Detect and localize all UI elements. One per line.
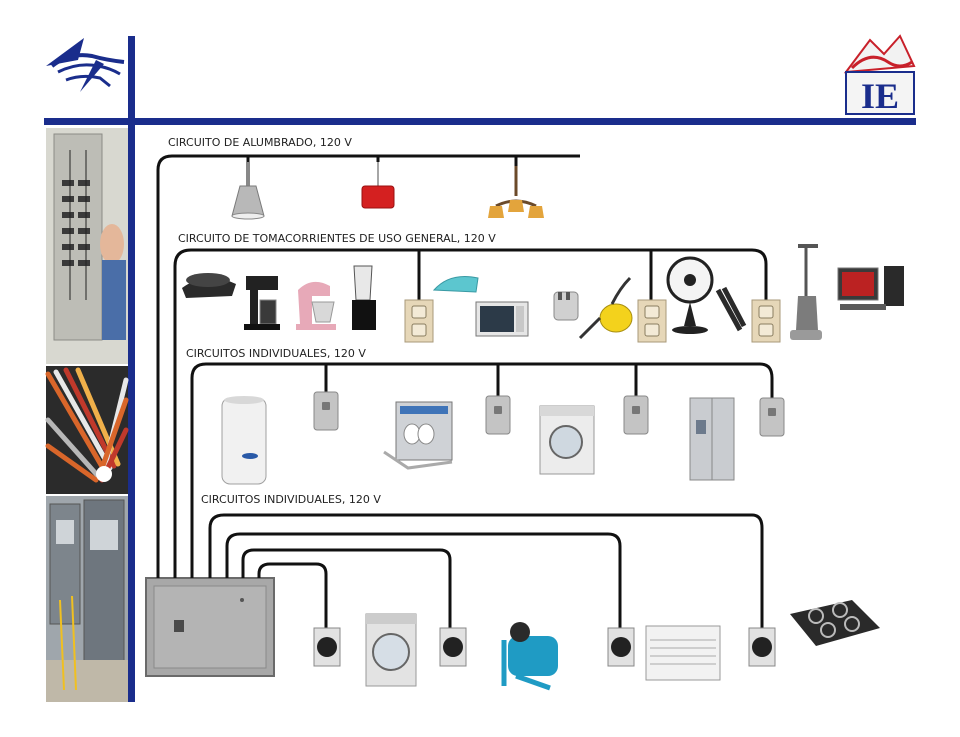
blender-icon — [352, 265, 376, 330]
240v-receptacle-icon — [439, 627, 467, 667]
ie-monogram-logo-icon: IE — [843, 34, 916, 116]
water-heater-icon — [221, 396, 267, 485]
cooktop-icon — [790, 600, 880, 646]
outlet-icon — [759, 397, 785, 437]
logo-letters: IE — [861, 76, 899, 116]
toaster-icon — [553, 291, 579, 321]
desktop-computer-icon — [837, 266, 904, 310]
switchgear-room-photo-icon — [46, 496, 128, 702]
vacuum-cleaner-icon — [578, 276, 633, 340]
red-drum-lamp-icon — [361, 162, 395, 209]
water-pump-icon — [501, 622, 558, 691]
lighting-circuit-wire — [156, 154, 580, 578]
lighting-circuit-label: CIRCUITO DE ALUMBRADO, 120 V — [168, 136, 352, 149]
stylized-bird-logo-icon — [46, 38, 125, 92]
240v-receptacle-icon — [607, 627, 635, 667]
individual-circuit-2-wire-d — [257, 562, 328, 628]
outlet-icon — [623, 395, 649, 435]
individual-circuit-2-label: CIRCUITOS INDIVIDUALES, 120 V — [201, 493, 381, 506]
wall-outlet-icon — [404, 299, 434, 343]
individual-circuit-2-wire-c — [241, 548, 452, 628]
outlet-icon — [313, 391, 339, 431]
electrical-panel-photo-icon — [46, 128, 128, 364]
outlet-icon — [485, 395, 511, 435]
coffee-maker-icon — [244, 276, 280, 330]
individual-circuit-1-label: CIRCUITOS INDIVIDUALES, 120 V — [186, 347, 366, 360]
frame-horizontal-bar — [44, 118, 916, 125]
cable-bundle-photo-icon — [45, 366, 129, 494]
individual-circuit-2-wire-a — [208, 513, 764, 628]
desk-fan-icon — [666, 256, 714, 334]
wall-outlet-icon — [637, 299, 667, 343]
refrigerator-icon — [689, 397, 735, 481]
general-outlet-circuit-label: CIRCUITO DE TOMACORRIENTES DE USO GENERA… — [178, 232, 496, 245]
microwave-icon — [475, 301, 529, 337]
dryer-icon — [365, 613, 417, 687]
breaker-panel-icon — [145, 577, 275, 677]
hair-straightener-icon — [715, 286, 747, 332]
wall-outlet-icon — [751, 299, 781, 343]
frame-vertical-bar — [128, 36, 135, 702]
240v-receptacle-icon — [313, 627, 341, 667]
dishwasher-icon — [383, 401, 453, 470]
240v-receptacle-icon — [748, 627, 776, 667]
general-outlet-circuit-wire — [173, 248, 768, 578]
stand-mixer-icon — [296, 281, 336, 330]
pendant-lamp-icon — [231, 162, 265, 220]
steam-iron-icon — [432, 276, 479, 293]
chandelier-icon — [488, 166, 544, 218]
upright-vacuum-icon — [790, 244, 822, 340]
electric-griddle-icon — [182, 273, 236, 298]
individual-circuit-1-wire — [190, 362, 774, 578]
front-load-washer-icon — [539, 405, 595, 475]
window-ac-icon — [645, 625, 721, 681]
individual-circuit-2-wire-b — [225, 532, 622, 628]
wiring — [156, 154, 774, 628]
